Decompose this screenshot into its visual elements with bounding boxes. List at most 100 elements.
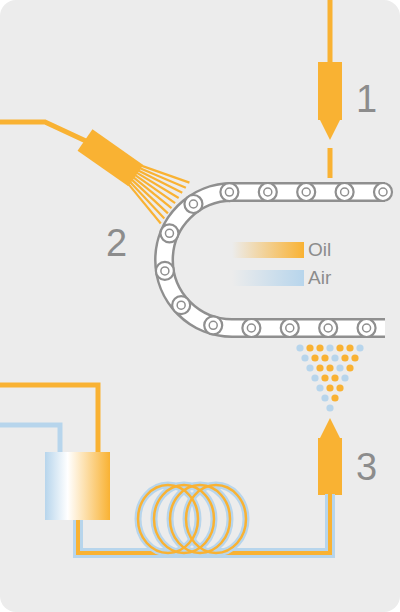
spray-droplet xyxy=(356,344,363,351)
roller-ring xyxy=(160,224,178,242)
roller-ring xyxy=(242,319,260,337)
spray-droplet xyxy=(341,354,348,361)
chain-roller xyxy=(336,183,354,201)
chain-roller xyxy=(281,319,299,337)
spray-droplet xyxy=(326,344,333,351)
chain-roller xyxy=(242,319,260,337)
roller-pin xyxy=(264,188,272,196)
coil-loop-air xyxy=(170,485,230,553)
spray-droplet xyxy=(331,394,338,401)
roller-pin xyxy=(324,324,332,332)
chain-plates-outline xyxy=(164,192,385,328)
roller-ring xyxy=(374,183,392,201)
roller-pin xyxy=(161,267,169,275)
spray-droplet xyxy=(326,384,333,391)
roller-pin xyxy=(379,188,387,196)
callout-number: 3 xyxy=(356,448,377,486)
roller-ring xyxy=(172,296,190,314)
spray-droplet xyxy=(316,384,323,391)
tube-coil xyxy=(138,485,246,553)
spray-droplet xyxy=(301,354,308,361)
chain-roller xyxy=(156,262,174,280)
roller-pin xyxy=(341,188,349,196)
spray-droplet xyxy=(346,364,353,371)
bristle xyxy=(120,183,169,223)
roller-ring xyxy=(220,183,238,201)
spray-droplet xyxy=(326,404,333,411)
drip-tip xyxy=(320,120,340,140)
spray-droplet xyxy=(311,354,318,361)
roller-ring xyxy=(336,183,354,201)
coil-loop-oil xyxy=(138,485,198,553)
bristle xyxy=(131,177,174,209)
legend-entry: Oil xyxy=(232,240,331,259)
legend-swatch xyxy=(232,270,304,286)
roller-ring xyxy=(297,183,315,201)
legend-label: Oil xyxy=(308,240,331,259)
drip-nozzle xyxy=(318,62,342,120)
spray-tip xyxy=(320,418,340,438)
spray-nozzle xyxy=(318,438,342,495)
spray-droplet xyxy=(311,374,318,381)
roller-pin xyxy=(247,324,255,332)
chain-roller xyxy=(319,319,337,337)
coil-loop-oil xyxy=(154,485,214,553)
spray-droplet xyxy=(321,374,328,381)
roller-ring xyxy=(259,183,277,201)
chain-roller xyxy=(220,183,238,201)
legend-entry: Air xyxy=(232,268,331,287)
spray-droplet xyxy=(296,344,303,351)
roller-pin xyxy=(165,229,173,237)
spray-droplet xyxy=(331,354,338,361)
roller-pin xyxy=(177,301,185,309)
spray-droplet xyxy=(306,344,313,351)
callout-number: 1 xyxy=(356,80,377,118)
roller-pin xyxy=(286,324,294,332)
roller-ring xyxy=(319,319,337,337)
oil-drip xyxy=(328,148,333,178)
roller-ring xyxy=(204,316,222,334)
chain-roller xyxy=(358,319,376,337)
coil-loop-oil xyxy=(186,485,246,553)
oil-air-spray xyxy=(296,344,363,411)
roller-chain xyxy=(156,183,392,337)
chain-roller xyxy=(204,316,222,334)
coil-loop-oil xyxy=(170,485,230,553)
spray-droplet xyxy=(346,344,353,351)
spray-droplet xyxy=(341,374,348,381)
coil-loop-air xyxy=(186,485,246,553)
spray-droplet xyxy=(321,354,328,361)
spray-droplet xyxy=(336,344,343,351)
spray-droplet xyxy=(306,364,313,371)
roller-pin xyxy=(225,188,233,196)
oil-feed-line xyxy=(0,122,88,142)
legend-swatch xyxy=(232,242,304,258)
chain-plates xyxy=(164,192,385,328)
chain-roller xyxy=(297,183,315,201)
roller-ring xyxy=(184,195,202,213)
spray-droplet xyxy=(336,384,343,391)
roller-pin xyxy=(363,324,371,332)
chain-roller xyxy=(374,183,392,201)
brush xyxy=(71,120,190,224)
spray-droplet xyxy=(331,374,338,381)
spray-droplet xyxy=(326,364,333,371)
roller-pin xyxy=(302,188,310,196)
chain-roller xyxy=(172,296,190,314)
roller-pin xyxy=(209,321,217,329)
air-supply-line xyxy=(0,425,60,454)
legend-label: Air xyxy=(308,268,331,287)
spray-droplet xyxy=(321,394,328,401)
roller-ring xyxy=(358,319,376,337)
callout-number: 2 xyxy=(106,224,127,262)
roller-ring xyxy=(281,319,299,337)
spray-droplet xyxy=(336,364,343,371)
spray-droplet xyxy=(316,344,323,351)
oil-supply-line xyxy=(0,385,98,454)
roller-pin xyxy=(189,200,197,208)
roller-ring xyxy=(156,262,174,280)
oil-feed-line xyxy=(328,0,333,64)
